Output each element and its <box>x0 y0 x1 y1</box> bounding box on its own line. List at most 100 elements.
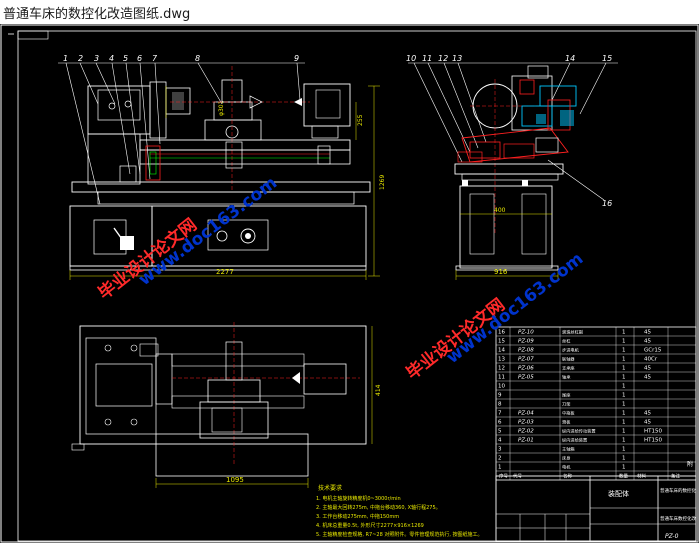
parts-cell-code: PZ-02 <box>518 429 534 435</box>
part-num-4: 4 <box>109 54 114 63</box>
title-block-right-2: 普通车床数控化改 <box>660 515 696 522</box>
tech-note-2: 2. 主轴最大回转275m, 中拖台移动360, X轴行程275。 <box>316 504 441 511</box>
part-num-12: 12 <box>438 54 448 63</box>
parts-cell-qty: 1 <box>622 366 626 372</box>
part-num-13: 13 <box>452 54 462 63</box>
parts-cell-name: 滑板 <box>562 419 571 426</box>
parts-cell-qty: 1 <box>622 384 626 390</box>
part-num-7: 7 <box>152 54 158 63</box>
parts-cell-name: 床身 <box>562 455 570 462</box>
watermark-url-1: www.doc163.com <box>135 173 281 290</box>
parts-cell-name: 步进电机 <box>562 347 580 354</box>
parts-cell-mat: 45 <box>644 330 651 336</box>
part-num-10: 10 <box>406 54 416 63</box>
title-block-right-1: 普通车床的数控化 <box>660 487 696 494</box>
parts-cell-qty: 1 <box>622 339 626 345</box>
drawing-canvas[interactable]: 1 2 3 4 5 6 7 8 9 φ301 <box>0 24 699 543</box>
tech-notes-heading: 技术要求 <box>318 484 342 492</box>
part-num-9: 9 <box>294 54 299 63</box>
parts-cell-mat: 45 <box>644 420 651 426</box>
parts-cell-seq: 16 <box>498 330 505 336</box>
parts-cell-seq: 15 <box>498 339 505 345</box>
part-num-15: 15 <box>602 54 612 63</box>
tech-note-4: 4. 机床总重量0.5t, 外形尺寸2277×916×1269 <box>316 522 424 529</box>
parts-cell-mat: 45 <box>644 375 651 381</box>
dim-front-height: 1269 <box>379 175 386 190</box>
parts-cell-code: PZ-05 <box>518 375 534 381</box>
parts-cell-seq: 13 <box>498 357 505 363</box>
parts-cell-name: 支承座 <box>562 365 575 372</box>
parts-cell-mat: 45 <box>644 339 651 345</box>
dim-top-width: 1095 <box>226 476 244 484</box>
dim-side-width: 916 <box>494 268 508 276</box>
parts-cell-qty: 1 <box>622 465 626 471</box>
parts-cell-name: 纵向进给传动装置 <box>562 428 596 435</box>
parts-cell-code: PZ-07 <box>518 357 534 363</box>
tech-note-5: 5. 主轴精度检查规格, R7~28 对照附件。零件管理规范执行, 按图纸施工。 <box>316 531 483 538</box>
parts-cell-seq: 6 <box>498 420 502 426</box>
parts-cell-code: PZ-01 <box>518 438 534 444</box>
top-view: 1095 414 <box>71 322 382 488</box>
title-block: 装配体 普通车床的数控化 普通车床数控化改 PZ-0 <box>495 475 696 542</box>
dim-spindle: φ301 <box>218 100 225 116</box>
parts-cell-qty: 1 <box>622 447 626 453</box>
parts-cell-name: 中拖板 <box>562 410 575 417</box>
parts-cell-mat: 40Cr <box>644 357 658 363</box>
parts-cell-name: 电机 <box>562 464 571 471</box>
parts-cell-code: PZ-08 <box>518 348 534 354</box>
sheet-border-outer <box>0 24 699 543</box>
part-num-11: 11 <box>422 54 432 63</box>
dim-side-inner: 400 <box>494 207 506 214</box>
parts-cell-code: PZ-04 <box>518 411 534 417</box>
parts-cell-seq: 3 <box>498 447 502 453</box>
window-title: 普通车床的数控化改造图纸.dwg <box>3 7 191 22</box>
parts-cell-qty: 1 <box>622 420 626 426</box>
tech-note-1: 1. 电机主轴旋转精度机0~3000r/min <box>316 495 401 502</box>
parts-cell-qty: 1 <box>622 429 626 435</box>
parts-cell-mat: 45 <box>644 366 651 372</box>
parts-cell-code: PZ-06 <box>518 366 534 372</box>
parts-cell-qty: 1 <box>622 438 626 444</box>
dim-front-width: 2277 <box>216 268 234 276</box>
part-num-16: 16 <box>602 199 612 208</box>
parts-cell-mat: GCr15 <box>644 348 662 354</box>
parts-cell-mat: HT150 <box>644 429 662 435</box>
parts-cell-seq: 8 <box>498 402 502 408</box>
parts-cell-name: 丝杠 <box>562 338 570 345</box>
watermarks: www.doc163.com 毕业设计论文网 毕业设计论文网 www.doc16… <box>94 173 587 384</box>
watermark-cn-2: 毕业设计论文网 <box>402 294 509 384</box>
parts-cell-name: 主轴箱 <box>562 446 575 453</box>
tech-notes: 技术要求 1. 电机主轴旋转精度机0~3000r/min 2. 主轴最大回转27… <box>316 484 483 538</box>
tech-note-3: 3. 工作台移动275mm, 中拖150mm <box>316 513 399 520</box>
parts-cell-code: PZ-03 <box>518 420 534 426</box>
parts-cell-seq: 9 <box>498 393 502 399</box>
sheet-border-inner <box>17 30 697 542</box>
parts-cell-mat: HT150 <box>644 438 662 444</box>
side-view: 10 11 12 13 14 15 16 400 <box>406 54 618 280</box>
part-num-2: 2 <box>78 54 83 63</box>
dim-center-height: 255 <box>357 114 364 126</box>
parts-cell-qty: 1 <box>622 357 626 363</box>
parts-cell-qty: 1 <box>622 411 626 417</box>
parts-cell-seq: 10 <box>498 384 505 390</box>
parts-cell-name: 尾座 <box>562 392 570 399</box>
parts-cell-seq: 2 <box>498 456 502 462</box>
parts-cell-seq: 7 <box>498 411 502 417</box>
parts-cell-seq: 14 <box>498 348 505 354</box>
part-num-5: 5 <box>123 54 128 63</box>
part-num-6: 6 <box>137 54 142 63</box>
corner-tag-box <box>17 30 49 40</box>
parts-cell-qty: 1 <box>622 393 626 399</box>
parts-cell-qty: 1 <box>622 456 626 462</box>
part-num-3: 3 <box>94 54 99 63</box>
parts-cell-name: 轴承 <box>562 374 571 381</box>
parts-cell-name: 联轴器 <box>562 356 575 363</box>
parts-cell-code: PZ-09 <box>518 339 534 345</box>
title-bar: 普通车床的数控化改造图纸.dwg <box>0 0 699 24</box>
parts-cell-seq: 1 <box>498 465 502 471</box>
dim-top-height: 414 <box>375 384 382 396</box>
parts-cell-qty: 1 <box>622 348 626 354</box>
parts-cell-code: PZ-10 <box>518 330 534 336</box>
parts-cell-mat: 45 <box>644 411 651 417</box>
parts-cell-name: 滚珠丝杠副 <box>562 329 583 336</box>
